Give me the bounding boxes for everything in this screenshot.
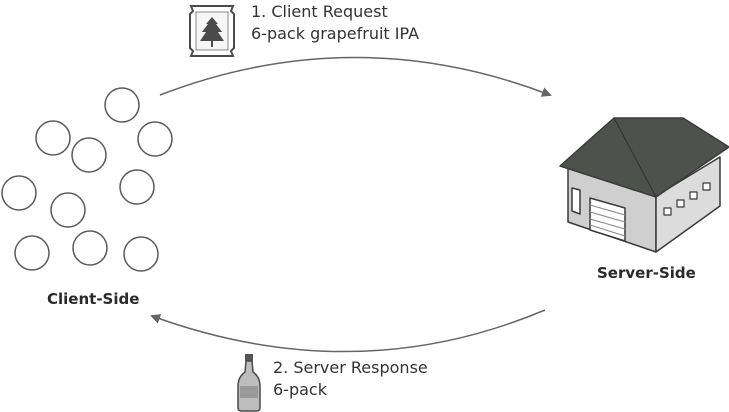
- request-title: 1. Client Request: [251, 2, 388, 21]
- response-detail: 6-pack: [273, 380, 327, 399]
- response-title: 2. Server Response: [273, 358, 428, 377]
- client-circle: [14, 235, 50, 271]
- client-circle: [50, 192, 86, 228]
- client-circle-icon: [1, 87, 173, 272]
- response-label: 2. Server Response 6-pack: [273, 357, 428, 401]
- client-side-label: Client-Side: [47, 290, 140, 308]
- bottle-icon: [237, 354, 261, 412]
- request-arrow: [159, 56, 552, 97]
- client-circle: [119, 169, 155, 205]
- warehouse-icon: [559, 117, 729, 253]
- response-arrow: [150, 309, 546, 353]
- client-circle: [72, 230, 108, 266]
- client-circle: [35, 120, 71, 156]
- client-circle: [104, 87, 140, 123]
- client-circle: [137, 121, 173, 157]
- client-circle: [1, 175, 37, 211]
- server-side-label: Server-Side: [597, 264, 696, 282]
- client-circle: [123, 236, 159, 272]
- request-detail: 6-pack grapefruit IPA: [251, 24, 420, 43]
- client-circle: [71, 137, 107, 173]
- request-label: 1. Client Request 6-pack grapefruit IPA: [251, 1, 419, 45]
- hop-label-icon: [189, 5, 235, 57]
